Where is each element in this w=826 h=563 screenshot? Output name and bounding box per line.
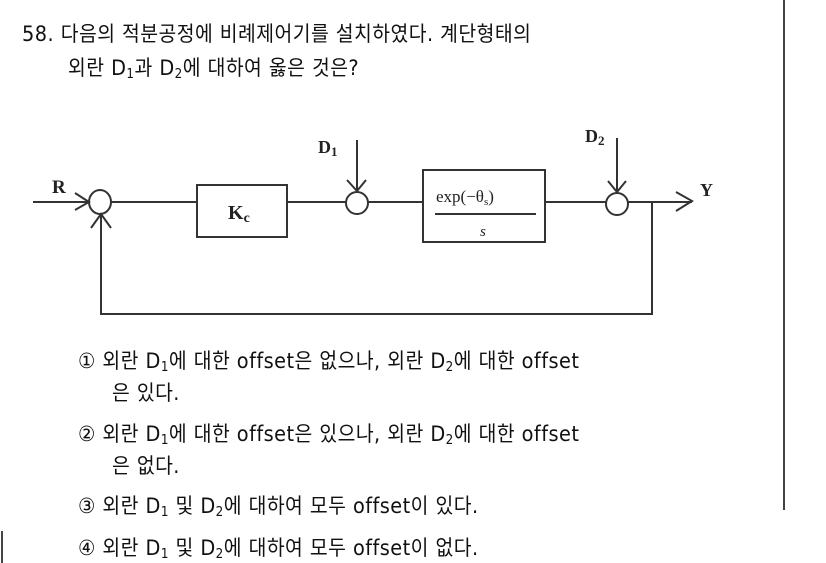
process-numerator: exp(−θs) bbox=[436, 187, 494, 208]
disturbance-junction-1 bbox=[345, 191, 369, 215]
subscript: 2 bbox=[174, 67, 183, 82]
subscript: 1 bbox=[126, 67, 135, 82]
block-diagram: R Kc D1 exp(−θs) s D2 Y bbox=[33, 126, 713, 315]
output-label: Y bbox=[700, 180, 713, 200]
disturbance-2-arrowhead-icon bbox=[607, 180, 627, 194]
controller-label: Kc bbox=[228, 202, 250, 226]
page-column-divider bbox=[783, 0, 785, 510]
option-text-segment: 외란 D bbox=[102, 536, 161, 560]
subscript: 1 bbox=[160, 433, 169, 448]
controller-block bbox=[196, 184, 288, 238]
option-2[interactable]: ② 외란 D1에 대한 offset은 있으나, 외란 D2에 대한 offse… bbox=[78, 418, 579, 448]
option-text-segment: 은 있다. bbox=[112, 381, 180, 405]
option-1[interactable]: ① 외란 D1에 대한 offset은 없으나, 외란 D2에 대한 offse… bbox=[78, 345, 579, 375]
feedback-loop-line bbox=[100, 202, 653, 315]
subscript: 1 bbox=[160, 547, 169, 562]
disturbance-junction-2 bbox=[605, 192, 629, 216]
question-text-line-1: 다음의 적분공정에 비례제어기를 설치하였다. 계단형태의 bbox=[60, 22, 532, 46]
question-stem-line-2: 외란 D1과 D2에 대하여 옳은 것은? bbox=[68, 52, 359, 82]
option-text-segment: 에 대한 offset은 없으나, 외란 D bbox=[168, 349, 446, 373]
subscript: 1 bbox=[160, 505, 169, 520]
option-2-continuation: 은 없다. bbox=[112, 450, 180, 480]
output-arrowhead-icon bbox=[675, 191, 694, 212]
feedback-arrowhead-icon bbox=[90, 212, 112, 229]
question-text-segment: 외란 D bbox=[68, 56, 127, 80]
question-number: 58. bbox=[22, 22, 55, 46]
option-text-segment: 에 대한 offset bbox=[453, 422, 580, 446]
question-stem-line-1: 58. 다음의 적분공정에 비례제어기를 설치하였다. 계단형태의 bbox=[22, 18, 531, 48]
option-text-segment: 및 D bbox=[168, 494, 216, 518]
disturbance-1-label: D1 bbox=[318, 137, 338, 159]
option-text-segment: 에 대하여 모두 offset이 있다. bbox=[223, 494, 479, 518]
question-text-segment: 에 대하여 옳은 것은? bbox=[182, 56, 360, 80]
disturbance-2-label: D2 bbox=[585, 126, 605, 148]
subscript: 2 bbox=[445, 433, 454, 448]
page-edge-mark bbox=[1, 531, 3, 563]
subscript: 1 bbox=[160, 360, 169, 375]
subscript: 2 bbox=[445, 360, 454, 375]
option-4[interactable]: ④ 외란 D1 및 D2에 대하여 모두 offset이 없다. bbox=[78, 532, 479, 562]
option-text-segment: 에 대한 offset bbox=[453, 349, 580, 373]
option-text-segment: 에 대한 offset은 있으나, 외란 D bbox=[168, 422, 446, 446]
option-text-segment: 에 대하여 모두 offset이 없다. bbox=[223, 536, 479, 560]
option-text-segment: 및 D bbox=[168, 536, 216, 560]
summing-junction-1 bbox=[88, 189, 112, 215]
question-text-segment: 과 D bbox=[134, 56, 175, 80]
subscript: 2 bbox=[215, 547, 224, 562]
option-text-segment: 은 없다. bbox=[112, 454, 180, 478]
option-1-continuation: 은 있다. bbox=[112, 377, 180, 407]
process-block bbox=[422, 169, 546, 243]
option-1-marker: ① bbox=[78, 349, 96, 373]
disturbance-1-arrowhead-icon bbox=[346, 179, 367, 193]
option-text-segment: 외란 D bbox=[102, 494, 161, 518]
option-3-marker: ③ bbox=[78, 494, 96, 518]
option-2-marker: ② bbox=[78, 422, 96, 446]
input-label: R bbox=[52, 177, 66, 198]
option-text-segment: 외란 D bbox=[102, 349, 161, 373]
subscript: 2 bbox=[215, 505, 224, 520]
process-denominator: s bbox=[480, 224, 486, 240]
option-4-marker: ④ bbox=[78, 536, 96, 560]
option-3[interactable]: ③ 외란 D1 및 D2에 대하여 모두 offset이 있다. bbox=[78, 490, 479, 520]
option-text-segment: 외란 D bbox=[102, 422, 161, 446]
